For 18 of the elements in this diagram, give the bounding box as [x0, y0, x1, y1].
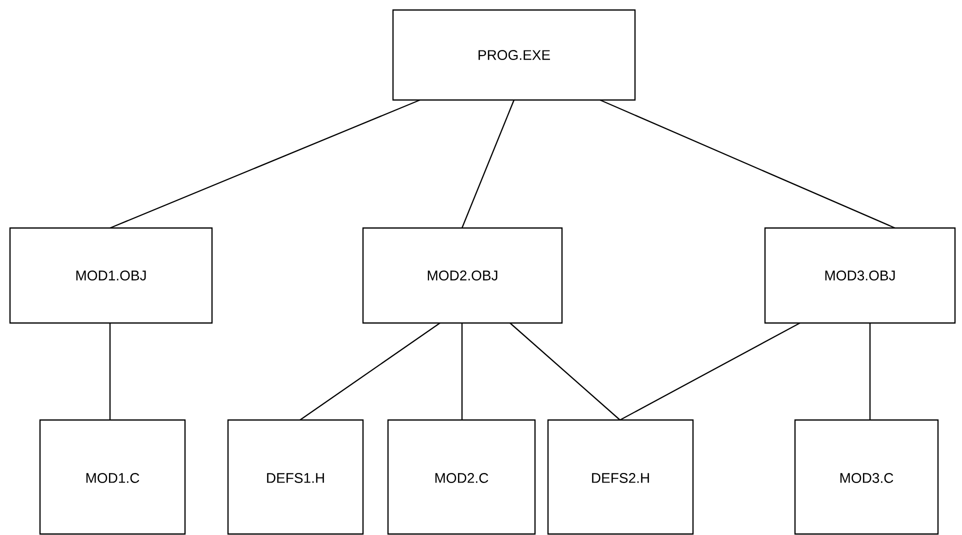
file-box: PROG.EXE [392, 9, 636, 101]
connector-line [620, 322, 800, 421]
connector-line [110, 99, 420, 229]
connector-line [869, 323, 871, 420]
file-box: MOD3.C [794, 419, 939, 535]
file-box: DEFS2.H [547, 419, 694, 535]
connector-line [300, 322, 440, 420]
connector-line [461, 323, 463, 420]
file-box: MOD3.OBJ [764, 227, 956, 324]
connector-line [510, 322, 620, 420]
file-box: MOD1.OBJ [9, 227, 213, 324]
connector-line [461, 100, 515, 228]
file-box: MOD2.OBJ [362, 227, 563, 324]
file-box: MOD2.C [387, 419, 536, 535]
connector-line [109, 323, 111, 420]
connector-line [600, 99, 896, 229]
file-box: DEFS1.H [227, 419, 364, 535]
file-box: MOD1.C [39, 419, 186, 535]
